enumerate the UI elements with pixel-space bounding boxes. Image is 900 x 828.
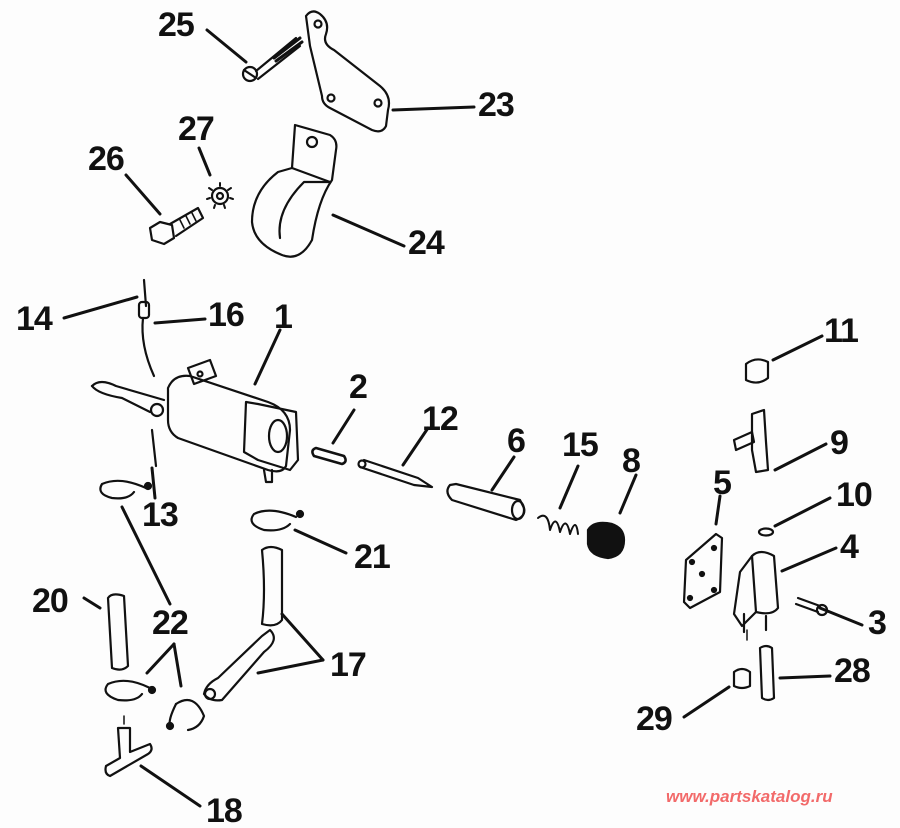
part-15-spring	[537, 514, 579, 535]
part-4-pump-body	[732, 550, 780, 634]
callout-22: 22	[152, 604, 189, 642]
callout-3: 3	[868, 604, 887, 642]
part-28-tube	[758, 644, 776, 702]
callout-23: 23	[478, 86, 515, 124]
callout-10: 10	[836, 476, 873, 514]
part-12-pin	[357, 458, 434, 489]
callout-4: 4	[840, 528, 859, 566]
callout-26: 26	[88, 140, 125, 178]
callout-6: 6	[507, 422, 526, 460]
watermark: www.partskatalog.ru	[666, 787, 833, 806]
callout-14: 14	[16, 300, 53, 338]
callout-20: 20	[32, 582, 69, 620]
callout-28: 28	[834, 652, 871, 690]
callout-2: 2	[349, 368, 368, 406]
callout-18: 18	[206, 792, 243, 828]
callout-11: 11	[824, 312, 859, 350]
part-27-star-washer	[206, 182, 234, 209]
callout-15: 15	[562, 426, 599, 464]
part-8-cap	[586, 521, 626, 560]
callout-13: 13	[142, 496, 179, 534]
part-29-cap	[732, 667, 752, 690]
leader-lines	[62, 28, 864, 808]
part-22-clip-lower	[104, 679, 206, 732]
part-3-screw	[794, 596, 829, 617]
callout-17: 17	[330, 646, 367, 684]
part-1-solenoid	[90, 358, 300, 484]
part-21-clip	[250, 509, 305, 532]
callout-29: 29	[636, 700, 673, 738]
part-17-hoses	[202, 545, 284, 702]
part-6-sleeve	[446, 482, 526, 522]
callout-24: 24	[408, 224, 445, 262]
part-13-lead	[150, 428, 158, 468]
callout-27: 27	[178, 110, 215, 148]
part-23-bracket	[304, 10, 391, 133]
callout-16: 16	[208, 296, 245, 334]
callout-12: 12	[422, 400, 459, 438]
callout-25: 25	[158, 6, 195, 44]
part-11-cap	[744, 358, 770, 384]
part-18-tee-fitting	[104, 715, 153, 778]
part-26-bolt	[148, 206, 205, 246]
callout-21: 21	[354, 538, 391, 576]
callout-1: 1	[274, 298, 293, 336]
part-25-screw	[241, 36, 304, 83]
part-24-clamp	[250, 123, 338, 258]
part-14-16-wire	[137, 278, 156, 378]
part-5-gasket	[682, 532, 724, 610]
callout-5: 5	[713, 464, 732, 502]
callout-9: 9	[830, 424, 849, 462]
part-20-hose	[106, 593, 130, 671]
part-10-o-ring	[757, 527, 775, 537]
part-2-spring	[311, 446, 347, 466]
part-9-fitting	[732, 408, 770, 474]
callout-8: 8	[622, 442, 641, 480]
part-22-clip-upper	[99, 479, 153, 500]
